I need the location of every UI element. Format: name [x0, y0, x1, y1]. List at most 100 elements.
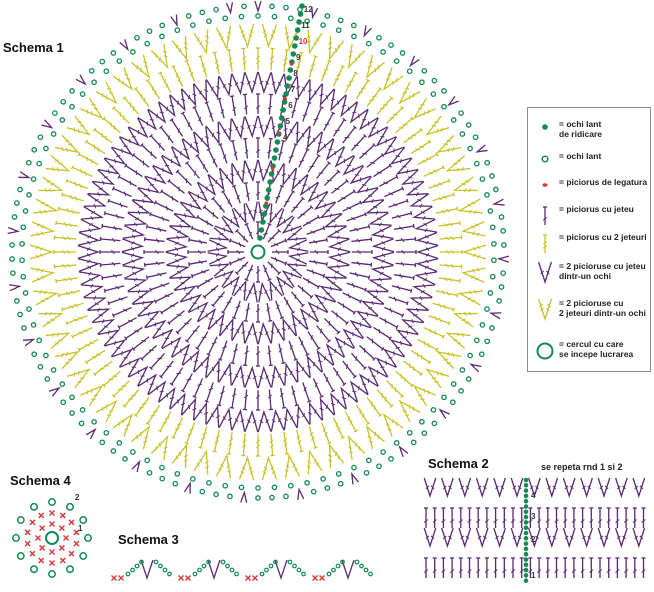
x-stitch — [49, 521, 55, 527]
schema1-round-5 — [143, 137, 373, 367]
ochi-lant-icon — [541, 155, 549, 163]
schema2-repeat-note: se repeta rnd 1 si 2 — [541, 462, 623, 472]
x-stitch — [59, 557, 66, 564]
schema2-row-3 — [423, 527, 646, 549]
x-stitch — [29, 519, 36, 526]
schema1-round-3 — [187, 181, 329, 323]
cerc-start-icon — [536, 342, 554, 360]
x-stitch — [68, 550, 75, 557]
schema1-round-10 — [29, 23, 487, 481]
schema2-row-label: 4 — [531, 491, 536, 500]
legend-text: = piciorus cu 2 jeteuri — [559, 232, 647, 242]
x-stitch — [319, 575, 325, 581]
legend-text: = cercul cu care se incepe lucrarea — [559, 339, 634, 359]
ochi-lant-ridicare-icon — [542, 124, 548, 130]
schema3-v — [274, 559, 288, 581]
legend-text: = 2 picioruse cu jeteu dintr-un ochi — [559, 261, 646, 281]
legend-text: = piciorus cu jeteu — [559, 204, 634, 214]
x-stitch — [63, 535, 69, 541]
schema2-row-2 — [423, 507, 646, 528]
schema3-v — [341, 559, 355, 581]
schema3-v — [207, 559, 221, 581]
legend-item: = piciorus cu 2 jeteuri — [528, 229, 652, 259]
v-2-jeteuri-icon — [537, 298, 553, 322]
x-stitch — [39, 544, 46, 551]
x-stitch — [111, 575, 117, 581]
schema1-round-4 — [165, 159, 351, 345]
schema2-row-4 — [423, 557, 646, 578]
x-stitch — [252, 575, 258, 581]
x-stitch — [29, 550, 36, 557]
round-label: 11 — [301, 21, 310, 30]
round-label: 12 — [304, 5, 313, 14]
schema2-title: Schema 2 — [428, 456, 489, 471]
x-stitch — [312, 575, 318, 581]
legend-item: = 2 picioruse cu jeteu dintr-un ochi — [528, 258, 652, 288]
schema4-label: 1 — [78, 524, 83, 533]
x-stitch — [49, 510, 55, 516]
x-stitch — [68, 519, 75, 526]
legend-text: = 2 picioruse cu 2 jeteuri dintr-un ochi — [559, 298, 646, 318]
schema1-outer-chain — [7, 0, 510, 503]
x-stitch — [35, 535, 41, 541]
round-label: 7 — [291, 85, 296, 94]
x-stitch — [73, 529, 80, 536]
schema2-row-label: 3 — [531, 512, 536, 521]
schema2-row-1 — [423, 477, 646, 499]
x-stitch — [73, 540, 80, 547]
x-stitch — [178, 575, 184, 581]
schema2-row-label: 2 — [531, 535, 536, 544]
x-stitch — [49, 560, 55, 566]
schema1-round-labels: 4 5 6 7 8 9 10 11 12 — [283, 5, 313, 142]
schema1-circle-diagram: 4 5 6 7 8 9 10 11 12 — [7, 0, 510, 503]
piciorus-legatura-icon — [542, 183, 548, 187]
legend-text: = ochi lant de ridicare — [559, 119, 602, 139]
schema3-v — [140, 559, 154, 581]
x-stitch — [39, 525, 46, 532]
schema4-label: 2 — [75, 493, 80, 502]
schema3-edge-diagram — [111, 559, 373, 581]
schema1-round-9 — [53, 47, 463, 457]
x-stitch — [59, 512, 66, 519]
legend-item: = 2 picioruse cu 2 jeteuri dintr-un ochi — [528, 295, 652, 325]
legend-item: = cercul cu care se incepe lucrarea — [528, 336, 652, 366]
start-ring-icon — [250, 244, 266, 260]
schema1-round-2 — [207, 201, 309, 303]
legend-item: = ochi lant de ridicare — [528, 116, 652, 146]
round-label: 8 — [293, 69, 298, 78]
x-stitch — [58, 544, 65, 551]
schema1-round-7 — [99, 93, 417, 411]
x-stitch — [58, 525, 65, 532]
v-jeteu-icon — [537, 261, 553, 285]
x-stitch — [38, 557, 45, 564]
round-label: 4 — [283, 133, 288, 142]
schema4-small-circle-diagram: 12 — [12, 493, 92, 578]
x-stitch — [38, 512, 45, 519]
x-stitch — [24, 529, 31, 536]
round-label: 5 — [286, 117, 291, 126]
schema1-round-1 — [227, 221, 289, 283]
legend-text: = piciorus de legatura — [559, 177, 648, 187]
schema3-title: Schema 3 — [118, 532, 179, 547]
schema4-title: Schema 4 — [10, 473, 71, 488]
round-label: 9 — [296, 53, 301, 62]
round-label: 10 — [299, 37, 308, 46]
legend-text: = ochi lant — [559, 151, 602, 161]
x-stitch — [118, 575, 124, 581]
x-stitch — [185, 575, 191, 581]
schema2-raising-chain — [523, 477, 529, 583]
legend-item: = piciorus de legatura — [528, 174, 652, 204]
schema2-row-label: 1 — [531, 571, 536, 580]
schema1-round-8 — [77, 71, 439, 433]
legend-item: = ochi lant — [528, 148, 652, 178]
schema2-rows-diagram: 1 2 3 4 — [423, 477, 646, 583]
x-stitch — [24, 540, 31, 547]
x-stitch — [245, 575, 251, 581]
legend-item: = piciorus cu jeteu — [528, 201, 652, 231]
round-label: 6 — [288, 101, 293, 110]
schema1-title: Schema 1 — [3, 40, 64, 55]
piciorus-2-jeteuri-icon — [542, 234, 548, 253]
schema1-raising-chain — [257, 3, 305, 241]
x-stitch — [49, 549, 55, 555]
